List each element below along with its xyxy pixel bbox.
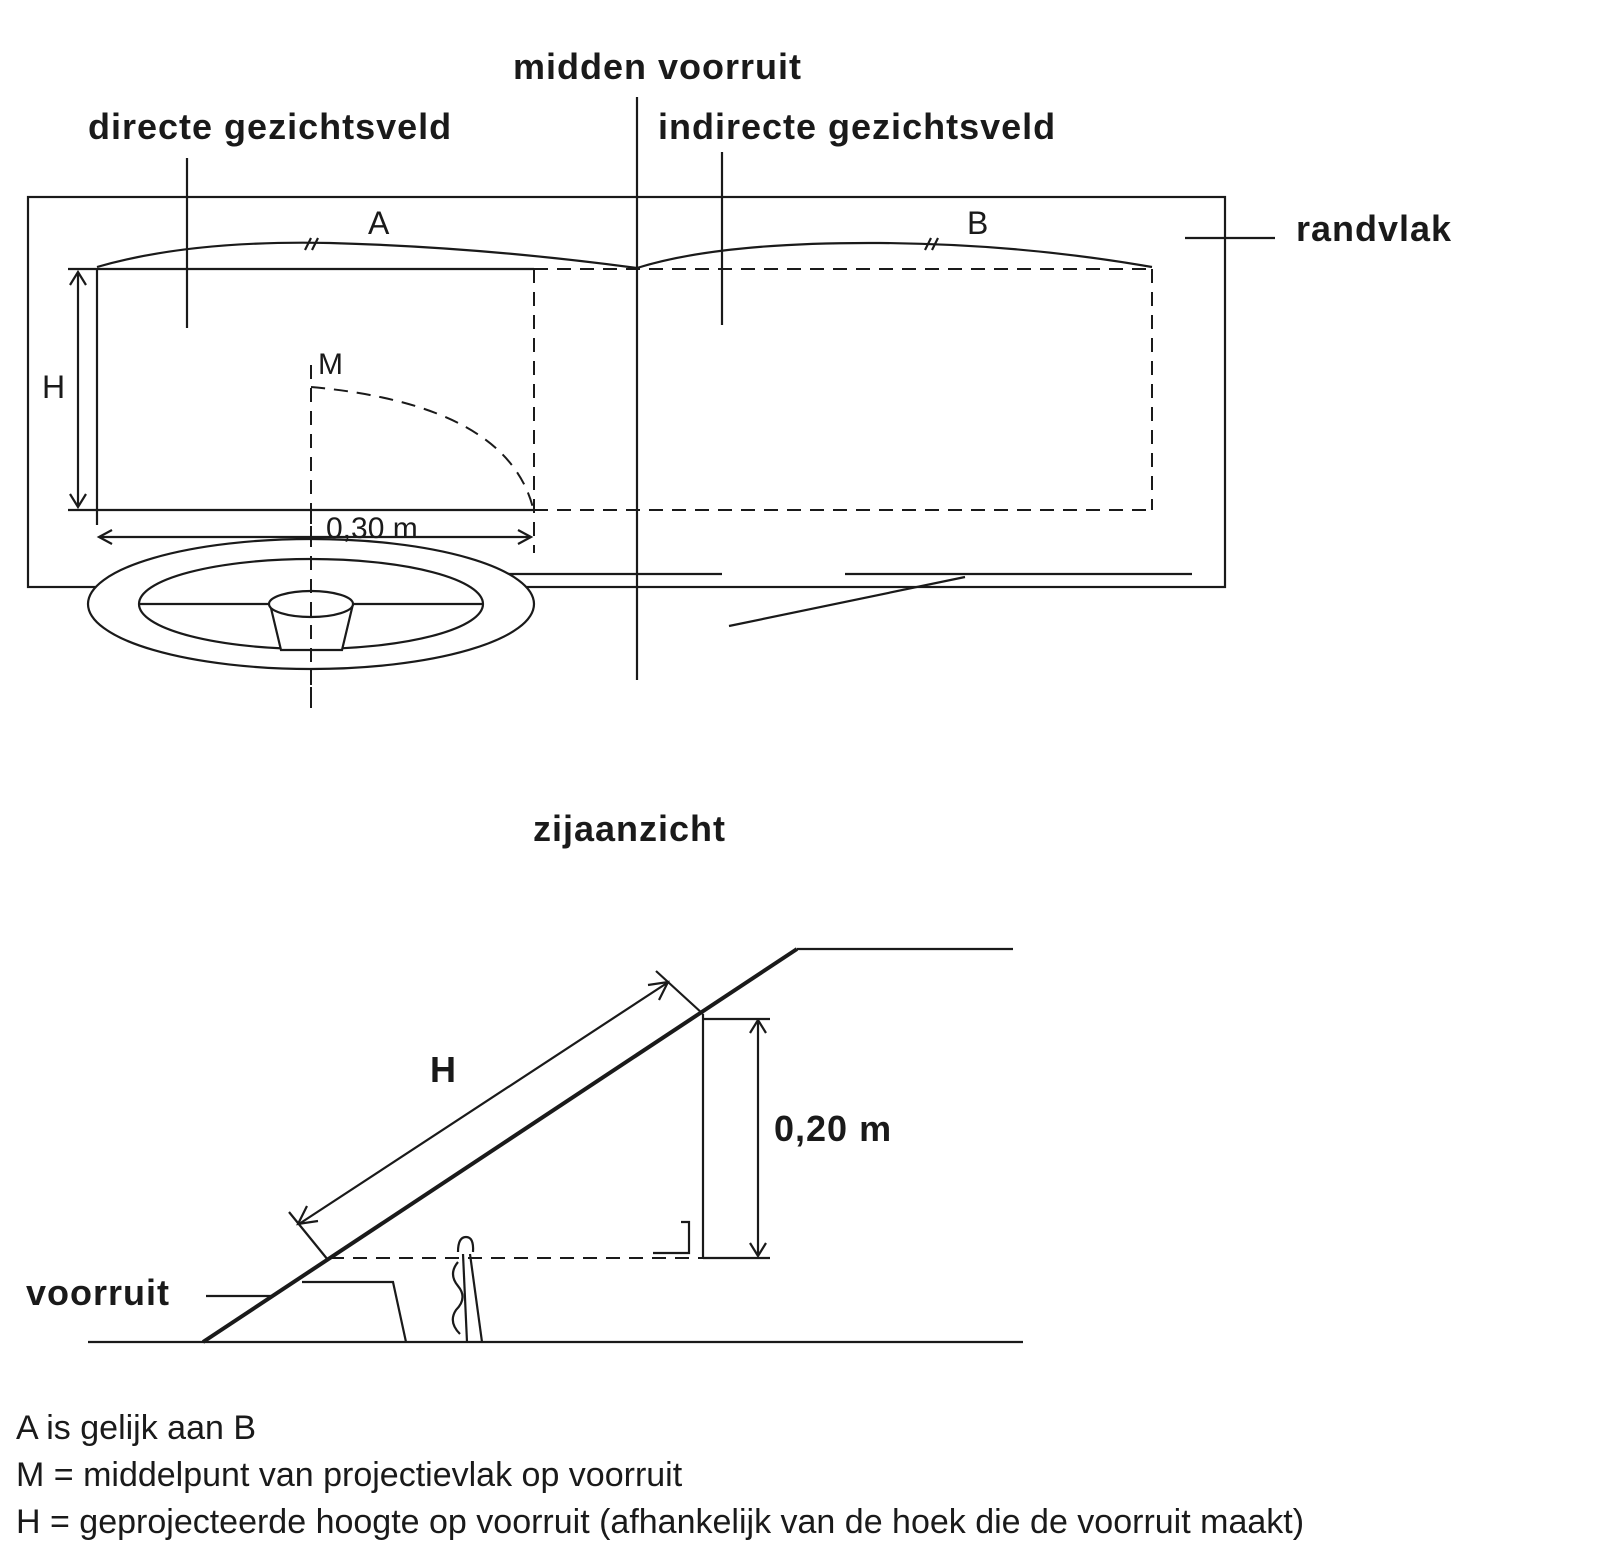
legend-line-a-equals-b: A is gelijk aan B (16, 1409, 257, 1447)
label-height: 0,20 m (774, 1108, 892, 1149)
height-dimension-arrow (69, 269, 87, 510)
gear-stick (451, 1235, 484, 1343)
steering-wheel (86, 510, 536, 710)
tick-marks-A (304, 237, 319, 251)
legend-line-h-definition: H = geprojecteerde hoogte op voorruit (a… (16, 1503, 1305, 1541)
height-dimension-arrow-side (749, 1017, 767, 1259)
dashboard-slant-line (728, 575, 966, 628)
label-border: randvlak (1296, 208, 1452, 249)
width-dimension-arrow (96, 529, 534, 545)
label-direct-field: directe gezichtsveld (88, 106, 452, 147)
arc-B (636, 241, 1153, 270)
label-M: M (318, 348, 343, 381)
top-view: midden voorruit directe gezichtsveld ind… (26, 46, 1452, 710)
side-view-title: zijaanzicht (533, 808, 726, 849)
border-frame (26, 195, 1227, 589)
dashboard-profile (302, 1280, 408, 1343)
side-H-dimension (288, 970, 704, 1261)
label-H-top: H (42, 369, 65, 405)
label-indirect-field: indirecte gezichtsveld (658, 106, 1056, 147)
label-B: B (967, 205, 988, 241)
projection-quarter-arc (310, 386, 535, 513)
label-H-side: H (430, 1049, 457, 1090)
side-view: zijaanzicht H 0,20 m voorruit (26, 808, 1023, 1344)
windscreen-line (201, 947, 799, 1344)
label-width: 0,30 m (326, 512, 418, 545)
label-A: A (368, 205, 390, 241)
tick-marks-B (924, 237, 939, 251)
right-angle-mark (653, 1220, 691, 1255)
label-windscreen: voorruit (26, 1272, 170, 1313)
label-center-windscreen: midden voorruit (513, 46, 802, 87)
legend-line-m-definition: M = middelpunt van projectievlak op voor… (16, 1456, 683, 1494)
arc-A (96, 241, 638, 270)
